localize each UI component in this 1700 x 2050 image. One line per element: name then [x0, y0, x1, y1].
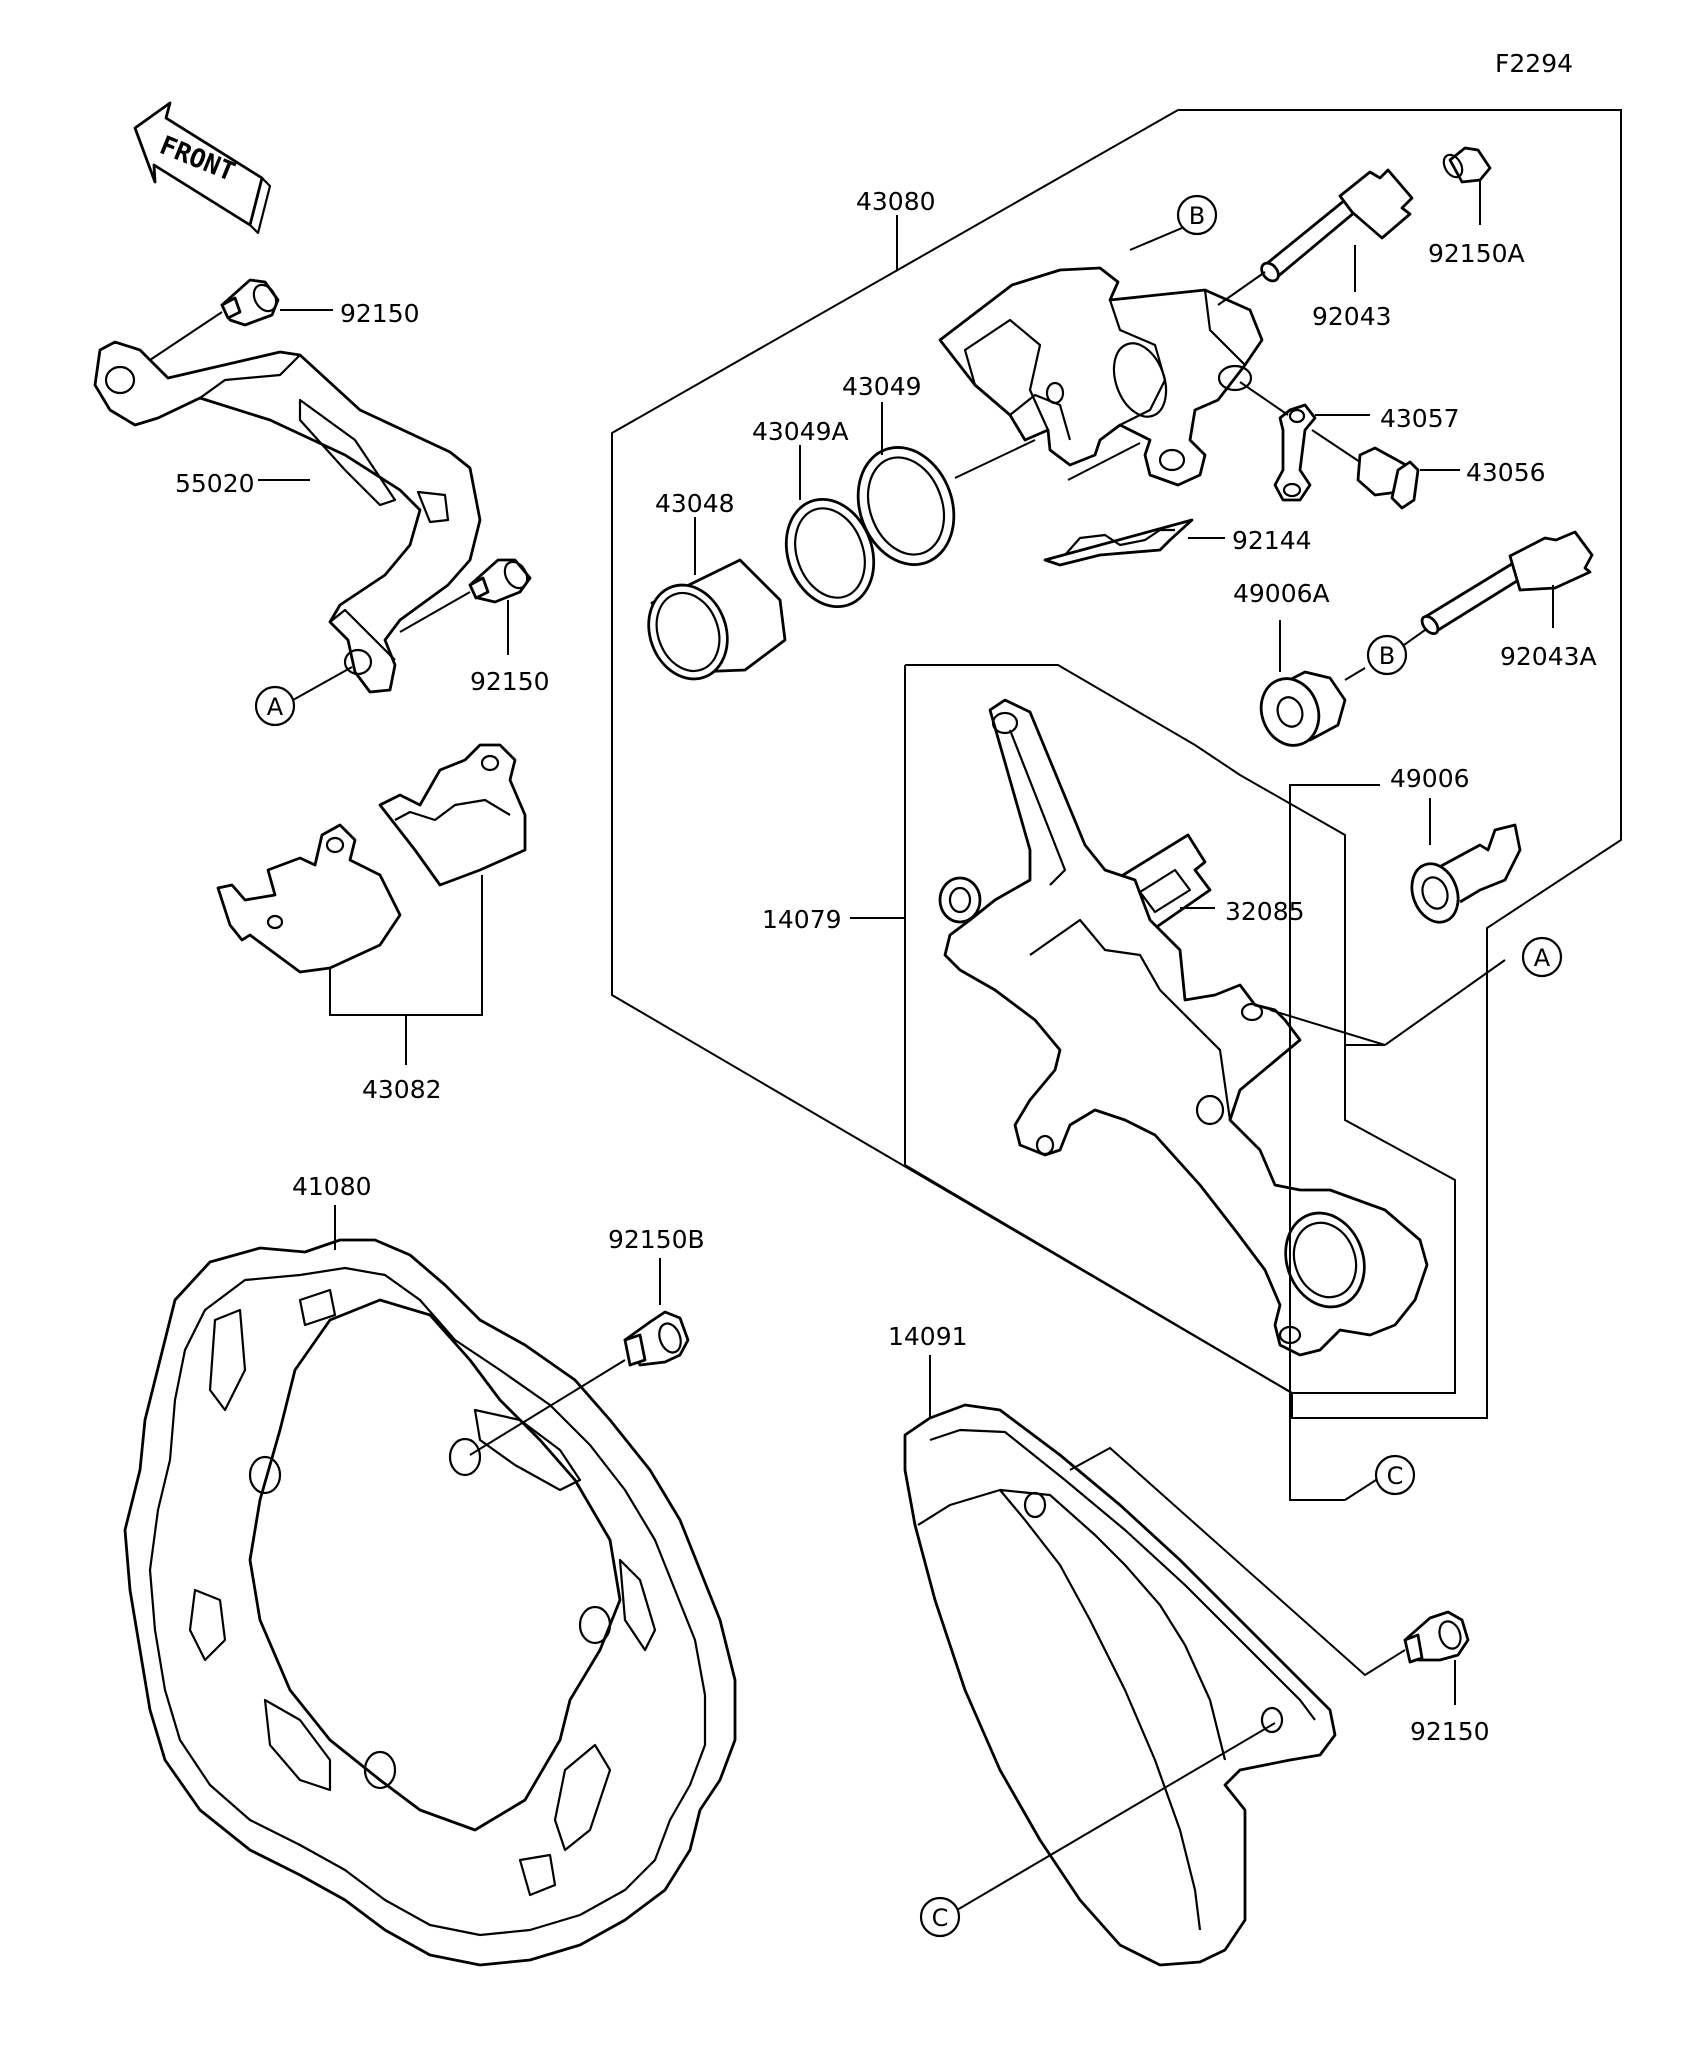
- label-49006A: 49006A: [1233, 579, 1330, 608]
- label-43049: 43049: [842, 372, 922, 401]
- bleeder-valve: [1356, 446, 1420, 510]
- label-43048: 43048: [655, 489, 735, 518]
- caliper-body: [938, 266, 1264, 487]
- dust-seal: [784, 497, 876, 609]
- ref-circle-a-right: A: [1521, 936, 1563, 978]
- pin-boot: [1410, 823, 1522, 924]
- ref-circle-b-mid: B: [1366, 634, 1408, 676]
- label-92144: 92144: [1232, 526, 1312, 555]
- pad-spring: [1043, 518, 1194, 567]
- pin-boot-a: [1259, 670, 1347, 747]
- bracket-subassembly-outline: [904, 664, 1456, 1394]
- svg-text:C: C: [1387, 1462, 1404, 1490]
- bracket-pin: [1420, 530, 1594, 635]
- label-41080: 41080: [292, 1172, 372, 1201]
- ref-circle-b-top: B: [1176, 194, 1218, 236]
- disc-bolt: [623, 1310, 690, 1367]
- bolt-top: [220, 278, 280, 327]
- svg-text:B: B: [1189, 202, 1205, 230]
- svg-text:B: B: [1379, 642, 1395, 670]
- label-14091: 14091: [888, 1322, 968, 1351]
- label-92150B: 92150B: [608, 1225, 705, 1254]
- bolt-bottom: [1403, 1610, 1470, 1664]
- piston: [647, 558, 787, 681]
- svg-text:A: A: [267, 693, 284, 721]
- label-49006: 49006: [1390, 764, 1470, 793]
- label-92043A: 92043A: [1500, 642, 1597, 671]
- disc-guard: [903, 1403, 1337, 1967]
- caliper-bracket: [938, 698, 1429, 1357]
- label-92150-mid: 92150: [470, 667, 550, 696]
- label-32085: 32085: [1225, 897, 1305, 926]
- brake-disc: [123, 1238, 737, 1967]
- label-14079: 14079: [762, 905, 842, 934]
- svg-text:A: A: [1534, 944, 1551, 972]
- figure-code: F2294: [1495, 49, 1573, 78]
- label-43049A: 43049A: [752, 417, 849, 446]
- label-43082: 43082: [362, 1075, 442, 1104]
- bleeder-cap: [1273, 403, 1317, 502]
- caliper-assembly-outline: [611, 109, 1622, 1419]
- bolt-mid: [468, 558, 532, 604]
- brake-pads: [216, 743, 527, 974]
- svg-text:C: C: [932, 1904, 949, 1932]
- label-92150A: 92150A: [1428, 239, 1525, 268]
- ref-circle-a-left: A: [254, 685, 296, 727]
- caliper-holder: [93, 340, 482, 694]
- front-arrow-icon: FRONT: [133, 101, 272, 235]
- label-55020: 55020: [175, 469, 255, 498]
- label-92150-bottom: 92150: [1410, 1717, 1490, 1746]
- leader-lines: [258, 180, 1554, 1705]
- ref-circle-c-bottom: C: [919, 1896, 961, 1938]
- pin-cap: [1442, 146, 1492, 184]
- label-43080: 43080: [856, 187, 936, 216]
- label-92043: 92043: [1312, 302, 1392, 331]
- label-43057: 43057: [1380, 404, 1460, 433]
- label-92150-top: 92150: [340, 299, 420, 328]
- label-43056: 43056: [1466, 458, 1546, 487]
- ref-circle-c-right: C: [1374, 1454, 1416, 1496]
- piston-seal: [856, 446, 956, 566]
- caliper-pin: [1260, 168, 1414, 283]
